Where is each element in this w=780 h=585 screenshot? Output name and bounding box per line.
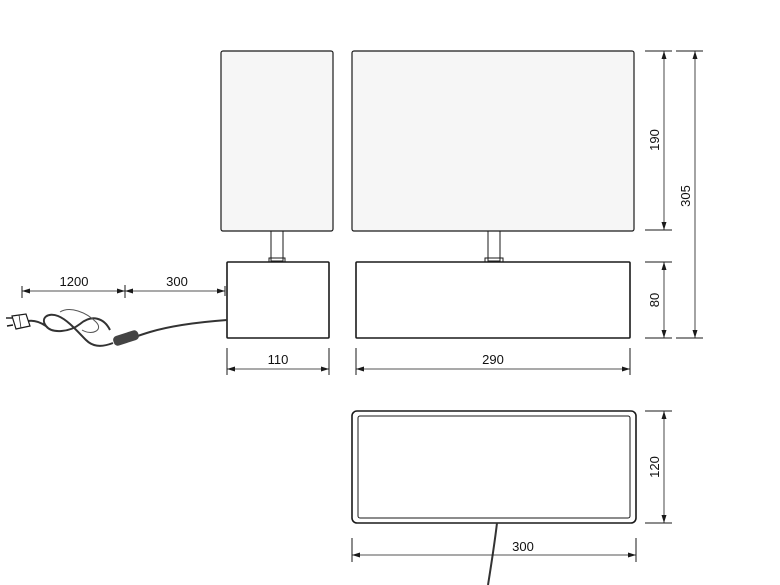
dim-front-width: 290: [482, 352, 504, 367]
top-cord: [487, 522, 498, 585]
dim-cable-length: 1200: [60, 274, 89, 289]
side-shade: [220, 50, 334, 232]
plug-icon: [6, 313, 31, 330]
dim-side-width: 110: [268, 352, 289, 367]
dim-shade-height: 190: [647, 129, 662, 151]
top-view: [351, 410, 637, 585]
inline-switch: [113, 330, 139, 346]
top-outer: [351, 410, 637, 524]
dim-base-height: 80: [647, 293, 662, 307]
dimension-lines: [21, 50, 703, 562]
dim-top-width: 300: [512, 539, 534, 554]
dim-switch-offset: 300: [166, 274, 188, 289]
side-base: [226, 261, 330, 339]
power-cord: [6, 309, 228, 347]
front-stem: [487, 230, 501, 262]
front-view: [351, 50, 635, 339]
side-stem: [270, 230, 284, 262]
side-view: [220, 50, 334, 339]
dim-top-depth: 120: [647, 456, 662, 478]
front-shade: [351, 50, 635, 232]
dim-total-height: 305: [678, 185, 693, 207]
top-inner: [357, 415, 631, 519]
dimension-labels: 1200 300 110 290 190 80 305 120 300: [60, 129, 693, 554]
front-base: [355, 261, 631, 339]
